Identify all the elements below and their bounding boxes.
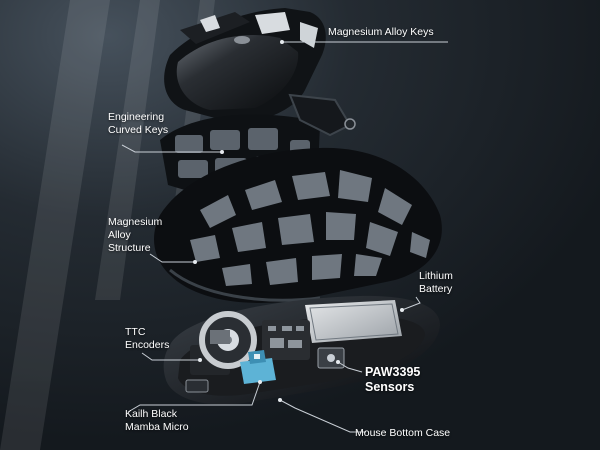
callout-ttc-encoders: TTC Encoders	[125, 326, 169, 352]
callout-kailh-line2: Mamba Micro	[125, 421, 189, 433]
callout-paw-line2: Sensors	[365, 380, 415, 394]
callout-engineering-line2: Curved Keys	[108, 124, 169, 136]
callout-lines	[121, 41, 448, 433]
callout-lithium-battery: Lithium Battery	[419, 270, 453, 296]
callout-ttc-line2: Encoders	[125, 339, 170, 351]
callout-ttc-line1: TTC	[125, 326, 146, 338]
callout-bottom-case-text: Mouse Bottom Case	[355, 427, 451, 439]
callout-engineering-line1: Engineering	[108, 111, 165, 123]
callout-structure-line2: Alloy	[108, 229, 131, 241]
callout-magnesium-alloy-keys: Magnesium Alloy Keys	[328, 26, 434, 39]
magnesium-alloy-structure-part	[154, 147, 442, 303]
pcb-components	[185, 311, 310, 393]
callout-structure-line1: Magnesium	[108, 216, 163, 228]
paw-sensor-chip	[317, 347, 345, 369]
kailh-micro-switch	[240, 350, 276, 384]
callout-dots	[193, 40, 404, 402]
callout-kailh-mamba-micro: Kailh Black Mamba Micro	[125, 408, 189, 434]
callout-magnesium-alloy-keys-text: Magnesium Alloy Keys	[328, 26, 434, 38]
callout-mouse-bottom-case: Mouse Bottom Case	[355, 427, 450, 440]
callout-battery-line1: Lithium	[419, 270, 453, 282]
callout-paw-line1: PAW3395	[365, 365, 421, 379]
lithium-battery-part	[305, 300, 402, 343]
callout-structure-line3: Structure	[108, 242, 151, 254]
callout-engineering-curved-keys: Engineering Curved Keys	[108, 111, 168, 137]
callout-paw3395-sensors: PAW3395 Sensors	[365, 365, 420, 395]
callout-battery-line2: Battery	[419, 283, 453, 295]
magnesium-alloy-keys-part	[164, 8, 326, 123]
callout-kailh-line1: Kailh Black	[125, 408, 177, 420]
callout-magnesium-alloy-structure: Magnesium Alloy Structure	[108, 216, 162, 255]
